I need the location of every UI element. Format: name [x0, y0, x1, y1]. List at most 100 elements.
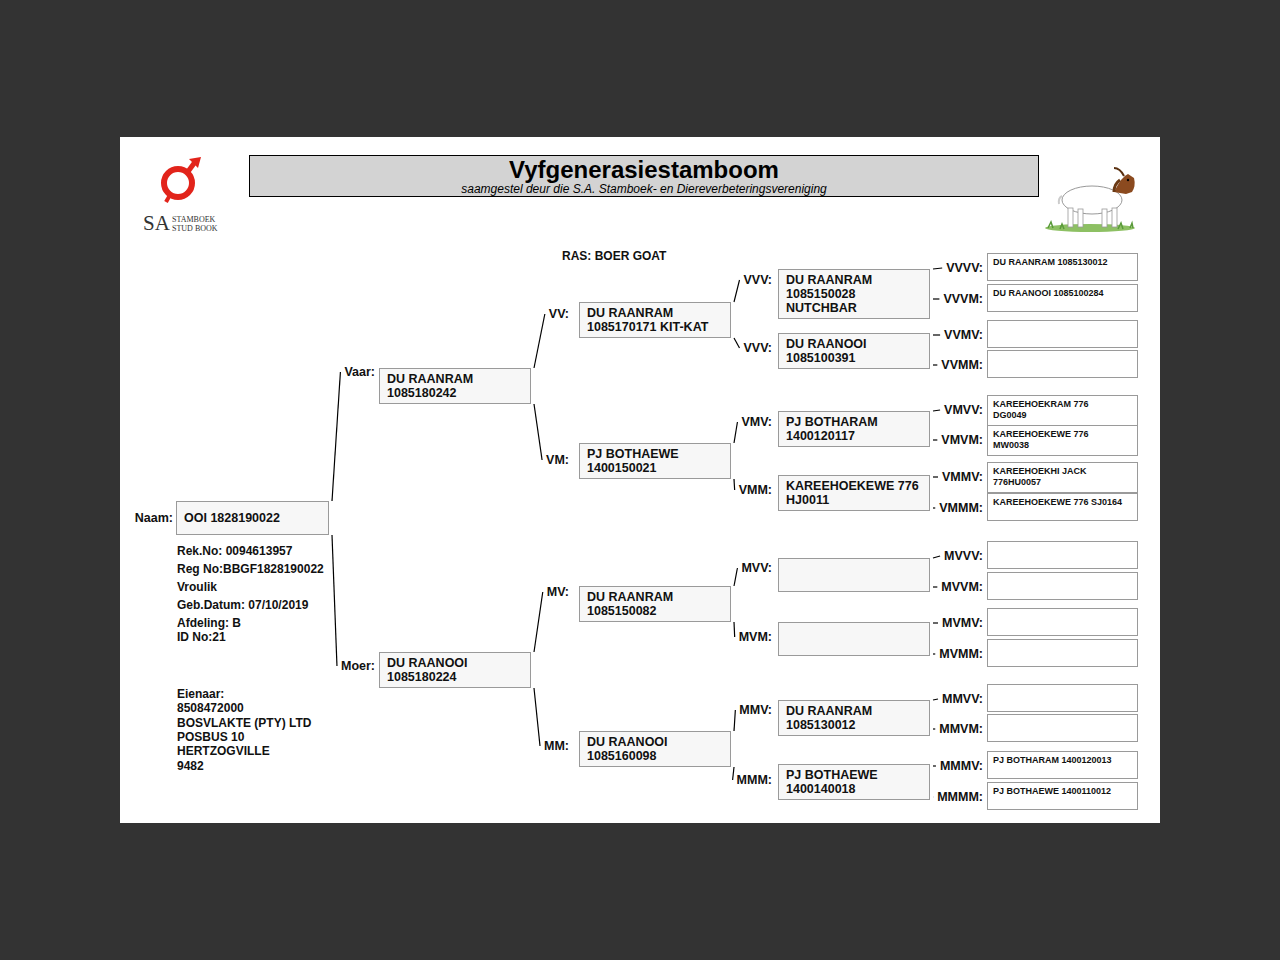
box-content: DU RAANRAM 1085130012 — [988, 254, 1137, 280]
logo-text: STUD BOOK — [172, 224, 218, 233]
info-text: Eienaar: — [177, 687, 224, 701]
animal-text: KAREEHOEKEWE 776 — [786, 479, 922, 493]
pedigree-line — [734, 710, 735, 731]
animal-text: DU RAANRAM — [387, 372, 523, 386]
box-content — [988, 573, 1137, 599]
pedigree-box: DU RAANOOI1085180224Moer: — [379, 652, 531, 688]
box-content: DU RAANRAM1085150028NUTCHBAR — [779, 270, 929, 318]
pedigree-box: DU RAANRAM1085130012MMV: — [778, 700, 930, 736]
ancestor-slot: KAREEHOEKHI JACK776HU0057VMMV: — [987, 462, 1138, 493]
pedigree-box: DU RAANRAM1085150028NUTCHBARVVV: — [778, 269, 930, 319]
pedigree-line — [933, 765, 936, 766]
info-text: Reg No:BBGF1828190022 — [177, 562, 324, 576]
pedigree-box: KAREEHOEKEWE 776HJ0011VMM: — [778, 475, 930, 511]
info-text: RAS: BOER GOAT — [562, 249, 666, 263]
pedigree-box: DU RAANRAM1085150082MV: — [579, 586, 731, 622]
position-label: MMMV: — [939, 759, 984, 773]
box-content — [779, 559, 929, 591]
animal-text: DU RAANRAM — [587, 306, 723, 320]
animal-text: 1085170171 KIT-KAT — [587, 320, 723, 334]
position-label: VMMV: — [941, 470, 984, 484]
ancestor-slot: PJ BOTHARAM 1400120013MMMV: — [987, 751, 1138, 779]
box-content: KAREEHOEKEWE 776MW0038 — [988, 426, 1137, 455]
pedigree-line — [733, 622, 735, 637]
position-label: MMV: — [738, 703, 773, 717]
position-label: VMVV: — [943, 403, 984, 417]
animal-text: DU RAANOOI — [786, 337, 922, 351]
position-label: VMV: — [740, 415, 773, 429]
pedigree-line — [933, 410, 940, 411]
box-content — [988, 351, 1137, 377]
position-label: MMVV: — [941, 692, 984, 706]
position-label: MV: — [546, 585, 570, 599]
box-content: PJ BOTHAEWE1400140018 — [779, 765, 929, 799]
animal-text: 1085100391 — [786, 351, 922, 365]
info-text: POSBUS 10 — [177, 730, 244, 744]
pedigree-box: DU RAANRAM1085180242Vaar: — [379, 368, 531, 404]
ancestor-slot: MVMV: — [987, 608, 1138, 636]
info-text: HERTZOGVILLE — [177, 744, 270, 758]
ancestor-slot: MVVV: — [987, 541, 1138, 569]
info-text: Rek.No: 0094613957 — [177, 544, 292, 558]
box-content: OOI 1828190022 — [177, 502, 328, 534]
pedigree-line — [332, 535, 337, 666]
ancestor-slot: VVMV: — [987, 320, 1138, 348]
ancestor-slot: MVVM: — [987, 572, 1138, 600]
box-content: PJ BOTHARAM1400120117 — [779, 412, 929, 446]
ancestor-slot: MMVM: — [987, 714, 1138, 742]
position-label: MMVM: — [938, 722, 984, 736]
position-label: VVV: — [743, 273, 774, 287]
info-text: ID No:21 — [177, 630, 226, 644]
box-content — [988, 542, 1137, 568]
pedigree-line — [933, 699, 938, 700]
ancestor-slot: MMVV: — [987, 684, 1138, 712]
position-label: VM: — [545, 453, 570, 467]
pedigree-box: DU RAANRAM1085170171 KIT-KATVV: — [579, 302, 731, 338]
position-label: VMVM: — [940, 433, 984, 447]
pedigree-line — [933, 556, 940, 558]
animal-text: 1400140018 — [786, 782, 922, 796]
goat-illustration — [1040, 160, 1140, 235]
animal-text: DU RAANOOI — [387, 656, 523, 670]
position-label: VVVV: — [945, 261, 984, 275]
pedigree-line — [734, 338, 740, 348]
pedigree-line — [933, 622, 938, 623]
info-text: 8508472000 — [177, 701, 244, 715]
animal-text: 776HU0057 — [993, 477, 1132, 488]
pedigree-line — [933, 439, 937, 440]
pedigree-line — [534, 314, 545, 368]
ancestor-slot: MVMM: — [987, 639, 1138, 667]
pedigree-line — [733, 767, 734, 780]
pedigree-line — [933, 728, 935, 729]
box-content — [988, 685, 1137, 711]
pedigree-line — [734, 422, 737, 443]
pedigree-line — [933, 476, 938, 477]
ancestor-slot: VVMM: — [987, 350, 1138, 378]
animal-text: PJ BOTHARAM — [786, 415, 922, 429]
box-content: DU RAANRAM1085130012 — [779, 701, 929, 735]
animal-text: OOI 1828190022 — [184, 511, 321, 525]
ancestor-slot: PJ BOTHAEWE 1400110012MMMM: — [987, 782, 1138, 810]
pedigree-box: PJ BOTHAEWE1400150021VM: — [579, 443, 731, 479]
position-label: MVVV: — [943, 549, 984, 563]
ancestor-slot: DU RAANRAM 1085130012VVVV: — [987, 253, 1138, 281]
animal-text: DU RAANRAM — [786, 273, 922, 287]
box-content: DU RAANOOI 1085100284 — [988, 285, 1137, 311]
position-label: MM: — [543, 739, 570, 753]
animal-text: 1085130012 — [786, 718, 922, 732]
box-content: DU RAANOOI1085180224 — [380, 653, 530, 687]
pedigree-line — [933, 586, 937, 587]
animal-text: MW0038 — [993, 440, 1132, 451]
pedigree-line — [933, 334, 940, 335]
pedigree-line — [933, 364, 937, 365]
box-content: DU RAANRAM1085150082 — [580, 587, 730, 621]
pedigree-box: MVV: — [778, 558, 930, 592]
ancestor-slot: KAREEHOEKEWE 776 SJ0164VMMM: — [987, 493, 1138, 521]
animal-text: PJ BOTHAEWE 1400110012 — [993, 786, 1132, 797]
animal-text: KAREEHOEKEWE 776 SJ0164 — [993, 497, 1132, 508]
title-band: Vyfgenerasiestamboomsaamgestel deur die … — [249, 155, 1039, 197]
animal-text: 1400150021 — [587, 461, 723, 475]
position-label: Moer: — [340, 659, 376, 673]
pedigree-box: PJ BOTHAEWE1400140018MMM: — [778, 764, 930, 800]
position-label: MVMV: — [941, 616, 984, 630]
